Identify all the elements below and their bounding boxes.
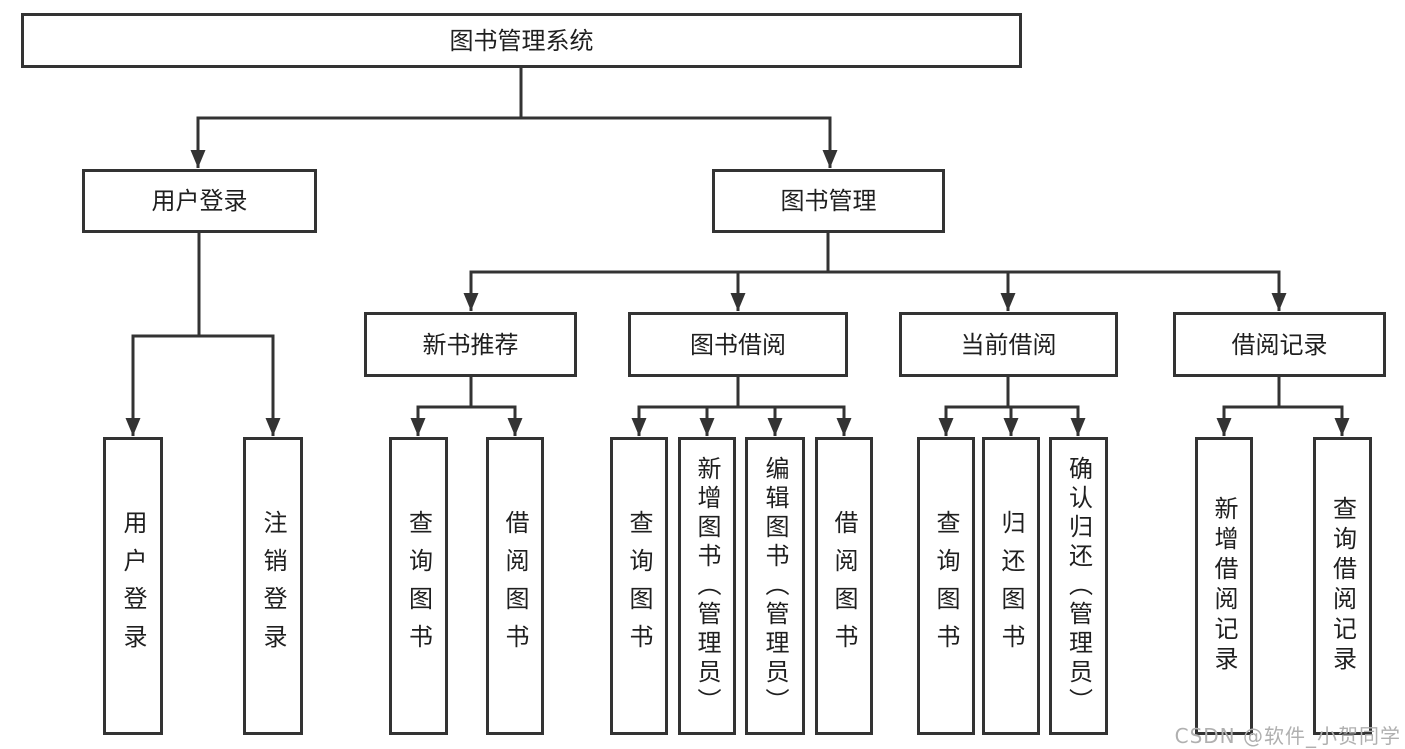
- leaf-bor-borrow-books: 借阅图书: [815, 437, 873, 735]
- leaf-cur-query-books: 查询图书: [917, 437, 975, 735]
- leaf-cur-confirm-return-admin: 确认归还（管理员）: [1049, 437, 1108, 735]
- csdn-watermark: CSDN @软件_小贺同学: [1174, 724, 1401, 748]
- node-book-borrowing: 图书借阅: [628, 312, 848, 377]
- leaf-cur-return-books: 归还图书: [982, 437, 1040, 735]
- node-book-management: 图书管理: [712, 169, 945, 233]
- tree-trunk-lines: [131, 68, 1344, 409]
- node-user-login: 用户登录: [82, 169, 317, 233]
- leaf-rec-borrow-books: 借阅图书: [486, 437, 544, 735]
- node-library-system: 图书管理系统: [21, 13, 1022, 68]
- node-current-borrowing: 当前借阅: [899, 312, 1118, 377]
- leaf-bor-query-books: 查询图书: [610, 437, 668, 735]
- leaf-log-query-record: 查询借阅记录: [1313, 437, 1372, 735]
- leaf-bor-add-books-admin: 新增图书（管理员）: [678, 437, 736, 735]
- leaf-user-login: 用户登录: [103, 437, 163, 735]
- leaf-logout: 注销登录: [243, 437, 303, 735]
- node-borrowing-records: 借阅记录: [1173, 312, 1386, 377]
- leaf-rec-query-books: 查询图书: [389, 437, 448, 735]
- node-new-book-recommend: 新书推荐: [364, 312, 577, 377]
- leaf-bor-edit-books-admin: 编辑图书（管理员）: [745, 437, 805, 735]
- leaf-log-add-record: 新增借阅记录: [1195, 437, 1253, 735]
